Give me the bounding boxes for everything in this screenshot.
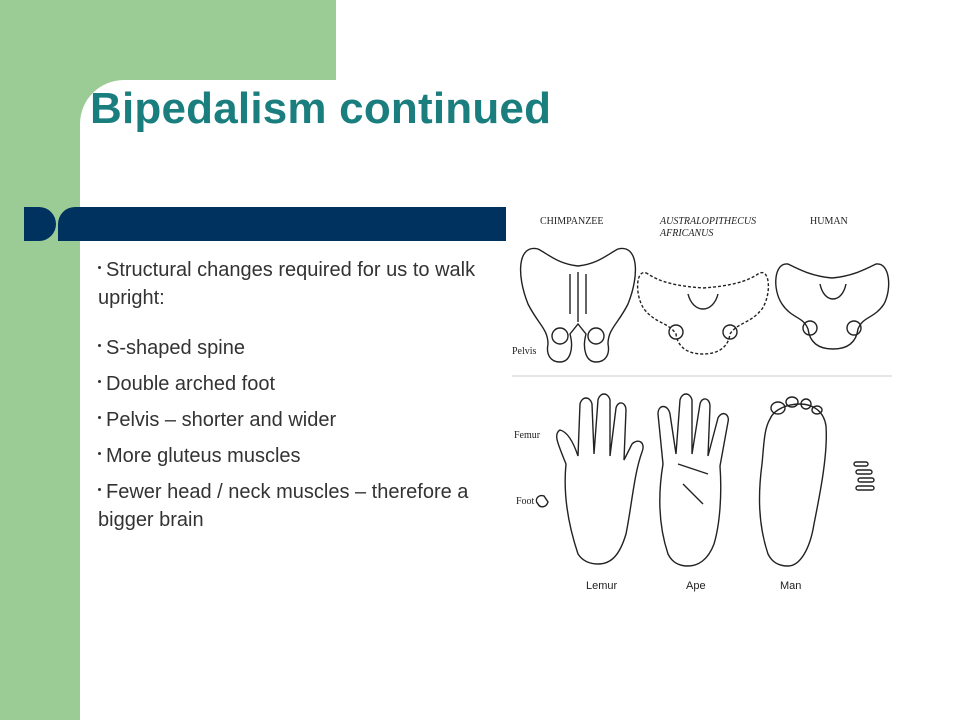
ape-foot-drawing xyxy=(657,393,730,567)
small-bone-drawing xyxy=(535,494,549,508)
chimpanzee-pelvis-drawing xyxy=(519,247,637,363)
anatomy-drawing xyxy=(512,247,892,567)
bullet-dot-icon xyxy=(98,344,101,348)
green-side-strip xyxy=(0,0,80,720)
lemur-foot-drawing xyxy=(556,393,644,565)
label-chimpanzee: CHIMPANZEE xyxy=(540,216,604,227)
content-panel xyxy=(80,80,960,720)
label-africanus: AFRICANUS xyxy=(660,228,714,239)
bullet-item: More gluteus muscles xyxy=(98,442,490,470)
australopithecus-pelvis-drawing xyxy=(637,271,769,355)
bullet-dot-icon xyxy=(98,266,101,270)
label-foot: Foot xyxy=(516,496,535,507)
bullet-dot-icon xyxy=(98,380,101,384)
label-man: Man xyxy=(780,580,802,592)
human-pelvis-drawing xyxy=(775,263,890,350)
anatomy-figure: CHIMPANZEE AUSTRALOPITHECUS AFRICANUS HU… xyxy=(508,204,892,600)
label-ape: Ape xyxy=(686,580,706,592)
bullet-dot-icon xyxy=(98,452,101,456)
bullet-item: Pelvis – shorter and wider xyxy=(98,406,490,434)
bullet-item: Double arched foot xyxy=(98,370,490,398)
decorative-bar xyxy=(58,207,506,241)
foot-bones-drawing xyxy=(853,461,875,491)
label-lemur: Lemur xyxy=(586,580,618,592)
bullet-list: Structural changes required for us to wa… xyxy=(98,256,490,542)
label-femur: Femur xyxy=(514,430,541,441)
bullet-intro: Structural changes required for us to wa… xyxy=(98,259,476,309)
label-human: HUMAN xyxy=(810,216,848,227)
bullet-item: Fewer head / neck muscles – therefore a … xyxy=(98,481,469,531)
human-foot-drawing xyxy=(758,396,828,567)
bullet-item: S-shaped spine xyxy=(98,334,490,362)
slide-title: Bipedalism continued xyxy=(90,84,552,133)
bullet-dot-icon xyxy=(98,488,101,492)
label-pelvis: Pelvis xyxy=(512,346,537,357)
bullet-dot-icon xyxy=(98,416,101,420)
decorative-bar-cap xyxy=(24,207,56,241)
label-australopithecus: AUSTRALOPITHECUS xyxy=(660,216,757,227)
